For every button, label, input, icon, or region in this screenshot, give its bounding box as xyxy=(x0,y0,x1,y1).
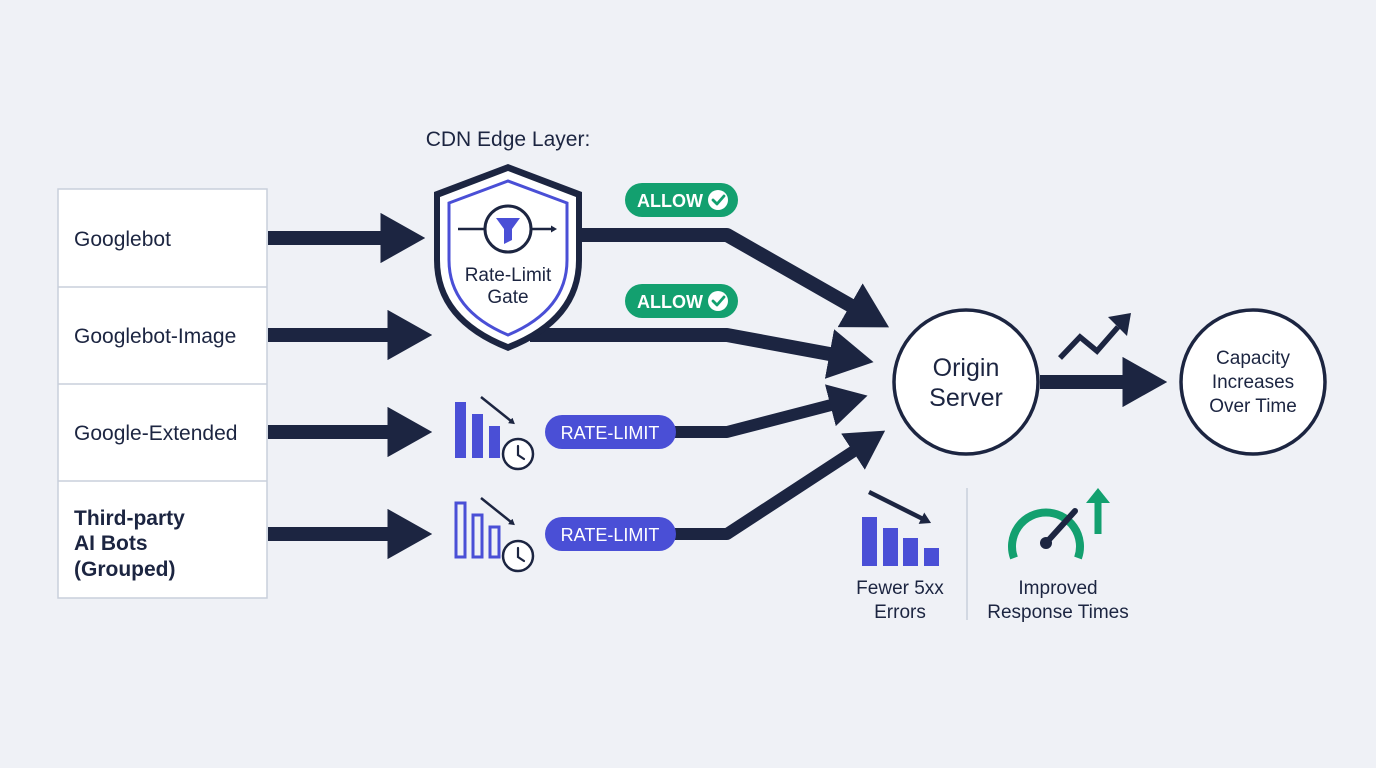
errors-bar xyxy=(903,538,918,566)
crawler-google-extended: Google-Extended xyxy=(74,422,237,445)
rate-limit-badge-label: RATE-LIMIT xyxy=(561,423,660,443)
check-circle-icon xyxy=(708,190,728,210)
funnel-icon xyxy=(496,218,520,244)
throttle-icon xyxy=(454,497,535,573)
rate-limit-badge: RATE-LIMIT xyxy=(545,517,676,551)
throttle-bar xyxy=(488,525,501,559)
origin-label-line1: Origin xyxy=(933,354,1000,382)
speedometer-needle xyxy=(1043,508,1078,546)
benefit-response-times: Improved Response Times xyxy=(987,488,1129,623)
allow-badge-bg xyxy=(625,183,738,217)
inbound-arrows xyxy=(268,212,433,560)
rate-limit-badge-bg xyxy=(545,415,676,449)
allow-badge: ALLOW xyxy=(625,284,738,318)
crawler-list-frame xyxy=(57,188,268,599)
capacity-label-line3: Over Time xyxy=(1209,396,1297,417)
crawler-googlebot-image: Googlebot-Image xyxy=(74,325,236,348)
rate-limit-badge: RATE-LIMIT xyxy=(545,415,676,449)
arrow-rate-limit-2-to-origin xyxy=(675,430,886,540)
gate-label-line2: Gate xyxy=(487,287,528,308)
capacity-label-line2: Increases xyxy=(1212,372,1294,393)
shield-icon xyxy=(440,171,576,344)
crawler-googlebot: Googlebot xyxy=(74,228,171,251)
shield-inner-outline xyxy=(447,179,569,337)
speedometer-icon xyxy=(1008,508,1084,560)
capacity-circle xyxy=(1179,308,1327,456)
clock-hands xyxy=(516,546,526,563)
errors-label-line2: Errors xyxy=(874,602,926,623)
errors-bar xyxy=(924,548,939,566)
errors-label-line1: Fewer 5xx xyxy=(856,578,944,599)
edge-to-origin-arrows xyxy=(530,228,890,540)
throttle-bar xyxy=(472,414,483,458)
crawler-third-party-ai-bots: Third-party AI Bots (Grouped) xyxy=(74,507,191,581)
trend-line xyxy=(1058,325,1121,360)
throttle-trend-arrow xyxy=(480,396,515,425)
response-label-line1: Improved xyxy=(1018,578,1097,599)
throttle-bar xyxy=(455,402,466,458)
errors-down-arrow-icon xyxy=(867,489,932,524)
arrow-allow-2-to-origin xyxy=(530,328,874,379)
trend-up-icon xyxy=(1058,313,1131,360)
crawler-list: Googlebot Googlebot-Image Google-Extende… xyxy=(57,188,268,599)
rate-limit-gate: Rate-Limit Gate xyxy=(434,164,582,351)
response-label-line2: Response Times xyxy=(987,602,1129,623)
speed-up-arrow-icon xyxy=(1086,488,1110,503)
throttle-trend-arrow xyxy=(480,497,515,526)
check-circle-icon xyxy=(708,291,728,311)
checkmark-icon xyxy=(711,295,726,307)
arrow-rate-limit-1-to-origin xyxy=(675,384,868,438)
throttle-bar xyxy=(489,426,500,458)
capacity-label-line1: Capacity xyxy=(1216,348,1290,369)
origin-server: Origin Server xyxy=(892,308,1040,456)
allow-badge: ALLOW xyxy=(625,183,738,217)
arrow-allow-1-to-origin xyxy=(582,228,890,328)
origin-label-line2: Server xyxy=(929,384,1003,412)
origin-server-circle xyxy=(892,308,1040,456)
allow-badge-label: ALLOW xyxy=(637,191,703,211)
throttle-icon xyxy=(455,396,535,471)
edge-layer-title: CDN Edge Layer: xyxy=(426,128,591,151)
clock-hands xyxy=(516,444,526,461)
gate-label-line1: Rate-Limit xyxy=(465,265,552,286)
errors-bar xyxy=(883,528,898,566)
allow-badge-bg xyxy=(625,284,738,318)
throttle-bar xyxy=(471,513,484,559)
throttle-bar xyxy=(454,501,467,559)
speedometer-hub xyxy=(1040,537,1052,549)
errors-bar xyxy=(862,517,877,566)
rate-limit-badge-bg xyxy=(545,517,676,551)
trend-arrowhead xyxy=(1108,313,1131,336)
rate-limit-badge-label: RATE-LIMIT xyxy=(561,525,660,545)
allow-badge-label: ALLOW xyxy=(637,292,703,312)
checkmark-icon xyxy=(711,194,726,206)
benefit-fewer-errors: Fewer 5xx Errors xyxy=(856,489,944,623)
capacity-node: Capacity Increases Over Time xyxy=(1179,308,1327,456)
